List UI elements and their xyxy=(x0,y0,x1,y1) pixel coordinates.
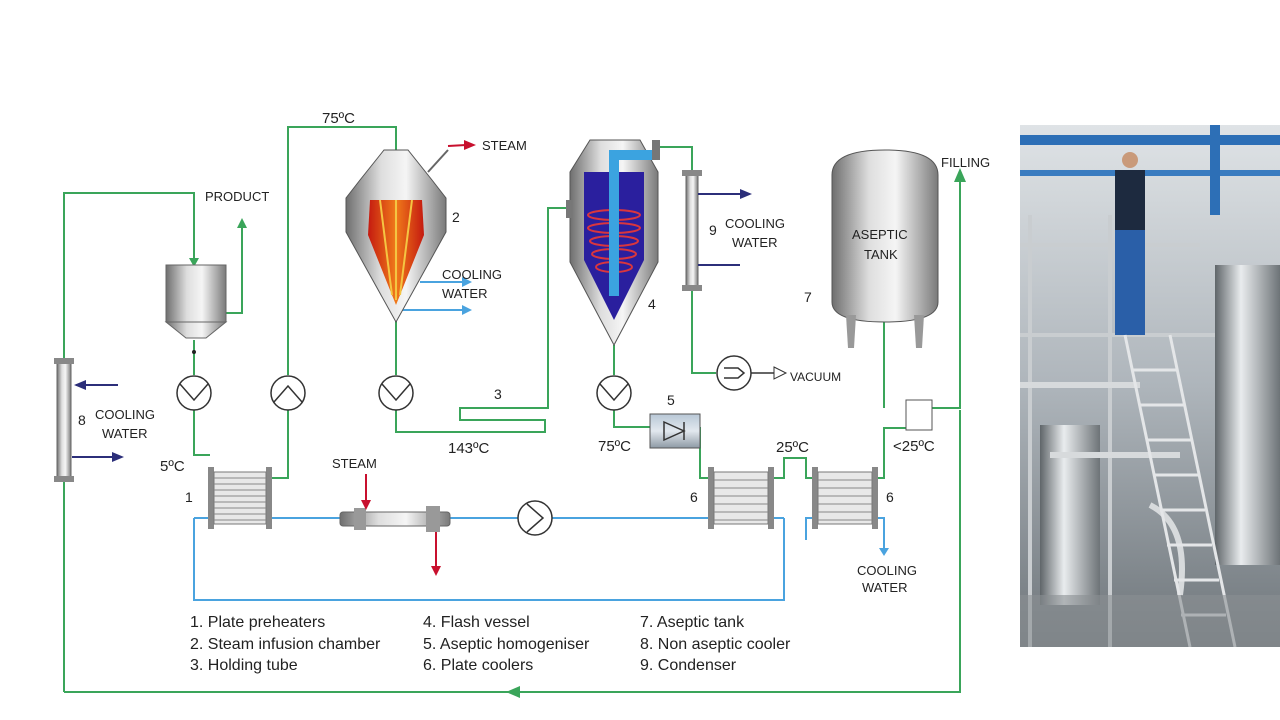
temperature-lt25: <25ºC xyxy=(893,438,935,455)
legend-item: 7. Aseptic tank xyxy=(640,614,745,631)
cooling-water-8-label-2: WATER xyxy=(102,426,148,441)
plate-cooler-a xyxy=(708,467,774,529)
steam-infusion-chamber xyxy=(345,149,449,324)
steam-label-bottom: STEAM xyxy=(332,456,377,471)
cooling-water-8-label-1: COOLING xyxy=(95,407,155,422)
pump xyxy=(270,375,306,411)
product-label: PRODUCT xyxy=(205,189,269,204)
temperature-25: 25ºC xyxy=(776,439,809,456)
cooling-water-9-label-1: COOLING xyxy=(725,216,785,231)
legend-item: 5. Aseptic homogeniser xyxy=(423,636,590,653)
legend-item: 6. Plate coolers xyxy=(423,657,533,674)
legend-item: 4. Flash vessel xyxy=(423,614,530,631)
flash-vessel xyxy=(566,139,660,347)
pump xyxy=(596,375,632,411)
temperature-5: 5ºC xyxy=(160,458,185,475)
legend-item: 8. Non aseptic cooler xyxy=(640,636,791,653)
pump xyxy=(176,375,212,411)
condenser xyxy=(682,170,702,291)
temperature-75-top: 75ºC xyxy=(322,110,355,127)
cooling-water-2-label-2: WATER xyxy=(442,286,488,301)
component-number-1: 1 xyxy=(185,489,193,505)
temperature-143: 143ºC xyxy=(448,440,490,457)
plate-cooler-b xyxy=(812,467,878,529)
pump xyxy=(517,500,553,536)
cooling-water-2-label-1: COOLING xyxy=(442,267,502,282)
aseptic-tank xyxy=(831,149,939,431)
component-number-6a: 6 xyxy=(690,489,698,505)
temperature-75-mid: 75ºC xyxy=(598,438,631,455)
component-number-9: 9 xyxy=(709,222,717,238)
plate-preheater xyxy=(208,467,272,529)
product-tank xyxy=(164,264,228,354)
vacuum-label: VACUUM xyxy=(790,370,841,384)
legend-item: 2. Steam infusion chamber xyxy=(190,636,381,653)
cooling-water-9-label-2: WATER xyxy=(732,235,778,250)
legend-item: 3. Holding tube xyxy=(190,657,298,674)
component-number-4: 4 xyxy=(648,296,656,312)
steam-label-top: STEAM xyxy=(482,138,527,153)
aseptic-tank-label-2: TANK xyxy=(864,247,898,262)
component-number-7: 7 xyxy=(804,289,812,305)
non-aseptic-cooler xyxy=(54,358,74,482)
component-number-6b: 6 xyxy=(886,489,894,505)
legend-item: 1. Plate preheaters xyxy=(190,614,325,631)
legend-item: 9. Condenser xyxy=(640,657,737,674)
cooling-water-6-label-2: WATER xyxy=(862,580,908,595)
component-number-2: 2 xyxy=(452,209,460,225)
component-number-3: 3 xyxy=(494,386,502,402)
steam-injector xyxy=(339,474,451,576)
component-number-8: 8 xyxy=(78,412,86,428)
aseptic-homogeniser xyxy=(649,413,701,449)
pump xyxy=(378,375,414,411)
component-number-5: 5 xyxy=(667,392,675,408)
filling-label: FILLING xyxy=(941,155,990,170)
vacuum-pump xyxy=(716,355,752,391)
plant-photo xyxy=(1020,125,1280,647)
legend: 1. Plate preheaters 2. Steam infusion ch… xyxy=(190,614,791,674)
aseptic-tank-label-1: ASEPTIC xyxy=(852,227,908,242)
cooling-water-6-label-1: COOLING xyxy=(857,563,917,578)
